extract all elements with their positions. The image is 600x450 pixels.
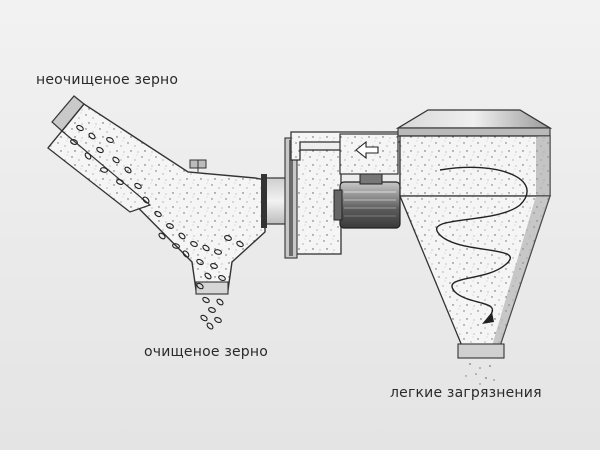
grain-particles (70, 124, 244, 330)
airflow-arrow-icon (355, 140, 379, 160)
fan-motor (333, 173, 401, 229)
raw-grain-label: неочищеное зерно (36, 72, 179, 88)
vortex-arrow-icon (482, 312, 494, 324)
connecting-duct (261, 174, 288, 228)
clean-grain-label: очищеное зерно (144, 344, 268, 360)
cyclone-separator (395, 109, 553, 359)
light-impurities-label: легкие загрязнения (390, 385, 542, 401)
dust-outflow (465, 363, 495, 385)
inlet-hopper (47, 95, 266, 295)
vortex-flow-path (436, 166, 528, 319)
fan-housing (284, 137, 342, 259)
